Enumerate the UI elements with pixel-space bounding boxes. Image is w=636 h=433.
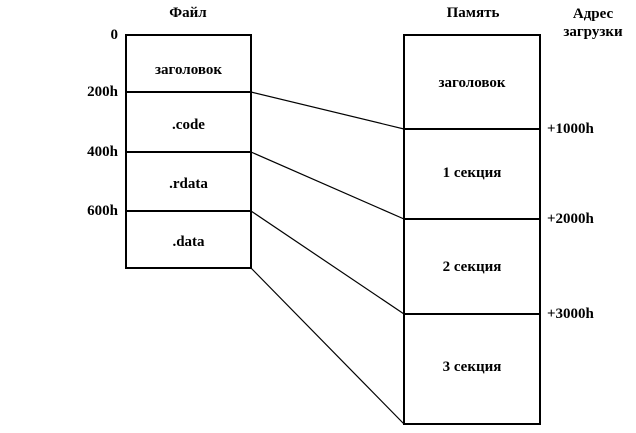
memory-address-2000h: +2000h bbox=[547, 211, 594, 227]
file-offset-0: 0 bbox=[110, 27, 119, 43]
memory-section-2: 2 секция bbox=[442, 259, 502, 275]
file-section-code: .code bbox=[172, 117, 205, 133]
file-offset-600h: 600h bbox=[87, 203, 118, 219]
connector-400h-to-2000h bbox=[250, 151, 405, 220]
load-address-title-line2: загрузки bbox=[563, 24, 623, 40]
memory-address-3000h: +3000h bbox=[547, 306, 594, 322]
memory-box bbox=[403, 34, 541, 425]
file-section-data: .data bbox=[172, 234, 205, 250]
file-section-rdata: .rdata bbox=[169, 176, 208, 192]
connector-600h-to-3000h bbox=[250, 210, 405, 315]
load-address-title-line1: Адрес bbox=[572, 6, 614, 22]
connector-200h-to-1000h bbox=[250, 91, 405, 130]
memory-address-1000h: +1000h bbox=[547, 121, 594, 137]
file-offset-400h: 400h bbox=[87, 144, 118, 160]
memory-section-3: 3 секция bbox=[442, 359, 502, 375]
memory-section-1: 1 секция bbox=[442, 165, 502, 181]
file-column-title: Файл bbox=[169, 5, 207, 21]
connector-end-to-bottom bbox=[250, 267, 405, 425]
file-section-header: заголовок bbox=[155, 62, 222, 78]
memory-column-title: Память bbox=[446, 5, 500, 21]
memory-section-header: заголовок bbox=[438, 75, 506, 91]
file-offset-200h: 200h bbox=[87, 84, 118, 100]
